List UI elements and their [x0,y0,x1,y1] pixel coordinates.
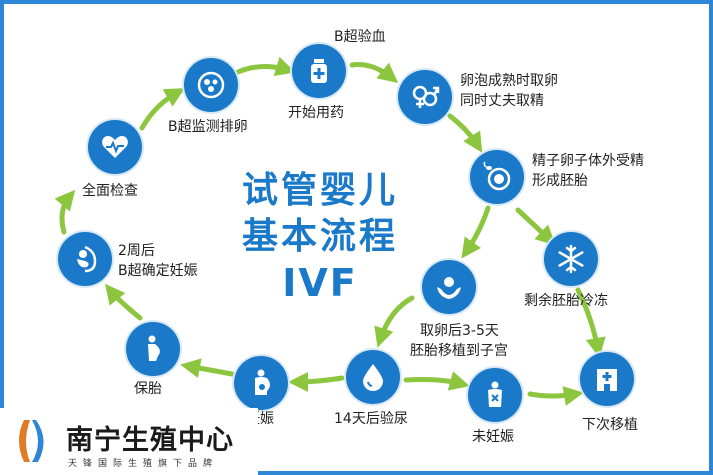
brand-logo-icon [19,420,44,462]
diagram-title: 试管婴儿 基本流程 IVF [220,168,420,306]
drop-icon [346,350,400,404]
pregnant-icon [234,356,288,410]
step-label-urine: 14天后验尿 [334,411,408,427]
arrow-medicate-to-retrieve [349,62,399,83]
arrow-fertilize-to-freeze [515,207,556,246]
snowflake-icon [544,232,598,286]
arrow-monitor-to-medicate [235,56,296,77]
hands-embryo-icon [422,260,476,314]
gender-symbols-icon [398,70,452,124]
title-line-1: 试管婴儿 [241,170,398,211]
brand-name: 南宁生殖中心 [66,425,234,456]
step-label-confirm-2: B超确定妊娠 [118,263,198,279]
step-label-confirm-1: 2周后 [118,243,155,259]
step-label-freeze: 剩余胚胎冷冻 [524,293,608,309]
step-label-retrieve-2: 同时丈夫取精 [460,93,544,109]
arrow-urine-to-pregnant [288,371,345,392]
title-line-2: 基本流程 [241,216,398,257]
step-label-fertilize-2: 形成胚胎 [532,173,588,189]
heart-pulse-icon [88,120,142,174]
arrow-transfer-to-urine [374,295,415,348]
step-label-care: 保胎 [134,381,162,397]
step-label-exam: 全面检查 [82,183,138,199]
step-label-fertilize-1: 精子卵子体外受精 [532,153,644,169]
fetus-icon [58,232,112,286]
sperm-egg-icon [470,150,524,204]
step-label-nexttransfer: 下次移植 [582,417,638,433]
arrow-confirm-to-exam [54,189,76,235]
hospital-icon [580,352,634,406]
arrow-fertilize-to-transfer [461,205,491,259]
arrow-care-to-confirm [105,283,143,321]
arrow-exam-to-monitor [139,88,185,131]
step-label-transfer-1: 取卵后3-5天 [420,323,499,339]
step-label-blood: B超验血 [334,29,386,45]
step-label-transfer-2: 胚胎移植到子宫 [410,343,508,359]
arrow-notpregnant-to-next [527,386,584,406]
step-label-retrieve-1: 卵泡成熟时取卵 [460,73,558,89]
arrow-freeze-to-nexttransfer [575,287,606,358]
arrow-pregnant-to-care [180,358,235,378]
step-label-notpregnant: 未妊娠 [472,429,514,445]
title-line-3: IVF [282,261,358,305]
pregnant-woman-icon [126,322,180,376]
brand-slogan: 天锋国际生殖旗下品牌 [68,459,219,469]
step-label-medicate: 开始用药 [288,105,344,121]
brand-watermark: 南宁生殖中心 天锋国际生殖旗下品牌 [0,408,258,475]
not-pregnant-icon [468,368,522,422]
ovary-icon [184,58,238,112]
medicine-bottle-icon [292,44,346,98]
arrow-retrieve-to-fertilize [447,113,483,153]
arrow-urine-to-notpregnant [403,371,470,391]
step-label-monitor: B超监测排卵 [168,119,248,135]
